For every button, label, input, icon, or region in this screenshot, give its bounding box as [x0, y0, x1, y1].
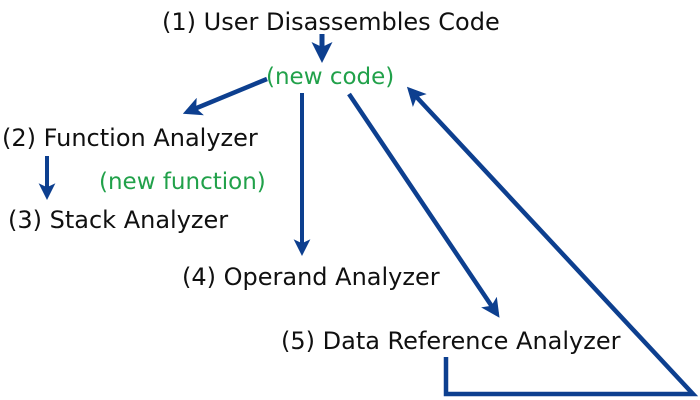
- node-step-3-label: (3) Stack Analyzer: [8, 206, 229, 234]
- edge-new-code-to-step2: [182, 76, 268, 116]
- node-step-4-label: (4) Operand Analyzer: [182, 263, 440, 291]
- edge-step5-feedback-to-new-code: [406, 86, 699, 397]
- edge-label-new-code: (new code): [266, 64, 395, 90]
- edge-new-code-to-step5: [347, 92, 500, 318]
- node-step-1-label: (1) User Disassembles Code: [162, 8, 500, 36]
- node-step-5-label: (5) Data Reference Analyzer: [281, 327, 621, 355]
- edge-label-new-function: (new function): [99, 169, 266, 195]
- node-step-2-label: (2) Function Analyzer: [2, 124, 258, 152]
